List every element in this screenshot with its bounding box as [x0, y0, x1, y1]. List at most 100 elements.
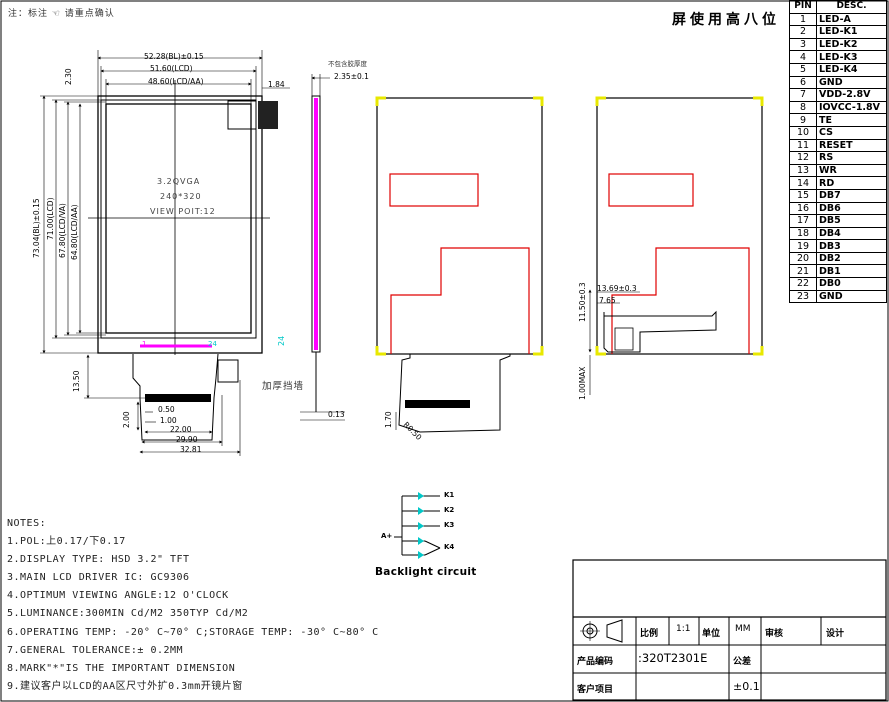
- note-item: 3.MAIN LCD DRIVER IC: GC9306: [7, 572, 190, 584]
- pin-col-header: PIN: [789, 0, 817, 14]
- pin-desc: DB2: [816, 251, 887, 266]
- desc-col-header: DESC.: [816, 0, 887, 14]
- note-item: 6.OPERATING TEMP: -20° C~70° C;STORAGE T…: [7, 626, 379, 638]
- backlight-outline: [97, 95, 263, 354]
- active-area-outline: [105, 103, 252, 334]
- pin-number: 1: [789, 12, 817, 27]
- note-item: 9.建议客户以LCD的AA区尺寸外扩0.3mm开镜片窗: [7, 680, 243, 692]
- pin-last-mark: 24: [208, 340, 217, 348]
- connector-pad: [258, 101, 278, 129]
- pin-desc: DB5: [816, 214, 887, 228]
- pin-number: 15: [789, 188, 817, 203]
- note-item: 7.GENERAL TOLERANCE:± 0.2MM: [7, 644, 184, 656]
- dim-pitch: 0.50: [158, 405, 175, 414]
- bv1-dim-a: 1.70: [384, 411, 393, 428]
- dim-fpc-length: 13.50: [72, 370, 81, 392]
- back-view-2: [588, 96, 764, 395]
- pin-first-mark: 1: [142, 340, 147, 348]
- customer-label: 客户项目: [577, 685, 614, 695]
- bv2-dim-w2: 7.65: [599, 296, 616, 305]
- pin-desc: LED-K3: [816, 50, 887, 64]
- dim-span1: 22.00: [170, 425, 192, 434]
- cathode-k3: K3: [444, 521, 455, 529]
- pin-number: 18: [789, 226, 817, 241]
- fpc-thickness: 0.13: [328, 410, 345, 419]
- pin-number: 2: [789, 25, 817, 39]
- backlight-circuit: [394, 492, 441, 559]
- product-label: 产品编码: [577, 657, 614, 667]
- pin-desc: GND: [816, 75, 887, 90]
- pin-number: 9: [789, 113, 817, 127]
- pin-number: 19: [789, 239, 817, 253]
- pin-desc: DB6: [816, 201, 887, 216]
- backlight-title: Backlight circuit: [375, 566, 477, 578]
- resolution-text: 240*320: [160, 192, 202, 201]
- front-dim-lines: [40, 50, 290, 456]
- lcd-outline: [100, 99, 257, 339]
- side-pin-mark: 24: [277, 336, 286, 346]
- side-note: 不包含胶厚度: [328, 60, 367, 68]
- front-view: [40, 50, 290, 456]
- note-item: 5.LUMINANCE:300MIN Cd/M2 350TYP Cd/M2: [7, 608, 249, 620]
- cathode-k2: K2: [444, 506, 455, 514]
- pin-number: 14: [789, 176, 817, 190]
- pin-number: 10: [789, 125, 817, 140]
- pin-desc: DB4: [816, 226, 887, 241]
- scale-label: 比例: [640, 629, 659, 639]
- review-label: 审核: [765, 629, 784, 639]
- note-item: 1.POL:上0.17/下0.17: [7, 536, 126, 548]
- unit-label: 单位: [702, 629, 721, 639]
- fpc-outline: [132, 353, 219, 441]
- bv2-dim-h2: 1.00MAX: [578, 366, 587, 400]
- pin-number: 8: [789, 100, 817, 115]
- fpc-pads: [145, 394, 211, 402]
- side-view: 24: [277, 74, 345, 421]
- side-thickness: 2.35±0.1: [334, 72, 369, 81]
- display-size-text: 3.2QVGA: [157, 177, 201, 186]
- pin-number: 5: [789, 62, 817, 77]
- tolerance-value: ±0.1: [733, 680, 760, 693]
- pin-number: 4: [789, 50, 817, 64]
- pin-desc: LED-K1: [816, 25, 887, 39]
- bv2-dim-h1: 11.50±0.3: [578, 282, 587, 322]
- design-label: 设计: [826, 629, 845, 639]
- top-note: 注：标注 ☜ 请重点确认: [8, 9, 115, 19]
- note-item: 8.MARK"*"IS THE IMPORTANT DIMENSION: [7, 662, 236, 674]
- dim-aa-height: 64.80(LCD/AA): [70, 204, 79, 260]
- pin-desc: LED-K4: [816, 62, 887, 77]
- notes-heading: NOTES:: [7, 518, 47, 529]
- dim-span2: 29.90: [176, 435, 198, 444]
- pin-number: 21: [789, 264, 817, 279]
- pin-desc: RD: [816, 176, 887, 190]
- pin-desc: LED-K2: [816, 37, 887, 52]
- bv2-dim-w1: 13.69±0.3: [597, 284, 637, 293]
- dim-top-offset: 2.30: [64, 68, 73, 85]
- dim-lcd-width: 51.60(LCD): [150, 64, 193, 73]
- header-title: 屏使用高八位: [672, 12, 780, 28]
- dim-bl-height: 73.04(BL)±0.15: [32, 198, 41, 258]
- pin-number: 11: [789, 138, 817, 153]
- tolerance-label: 公差: [733, 657, 752, 667]
- fpc-component: [217, 359, 239, 383]
- pin-desc: GND: [816, 289, 887, 304]
- product-value: :320T2301E: [638, 651, 708, 665]
- pin-desc: DB7: [816, 188, 887, 203]
- pin-number: 17: [789, 214, 817, 228]
- pin-desc: TE: [816, 113, 887, 127]
